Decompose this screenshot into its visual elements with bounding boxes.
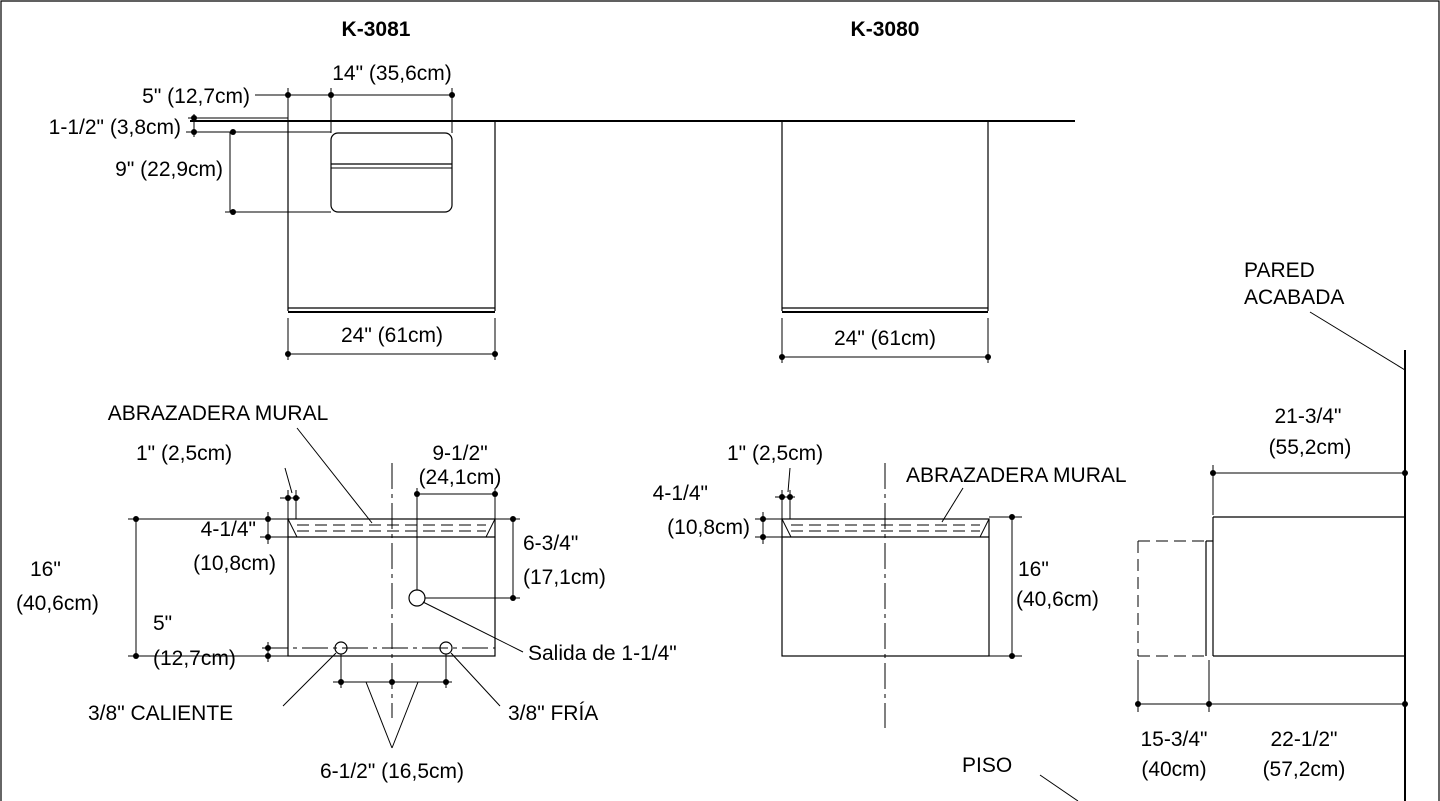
- k3080-front-cabinet: [779, 121, 991, 363]
- dim-4-25in-k3080-a: 4-1/4": [653, 482, 708, 505]
- k3081-plan: [262, 463, 496, 718]
- dim-9-5in-label-a: 9-1/2": [432, 442, 487, 465]
- dim-15-75in-b: (40cm): [1141, 758, 1206, 781]
- k3081-top-dimensions: [186, 88, 498, 360]
- label-salida: Salida de 1-1/4": [528, 642, 677, 665]
- k3081-front-cabinet: [287, 121, 496, 313]
- dim-16in-k3081-a: 16": [30, 558, 61, 581]
- dim-1-5in: 1-1/2" (3,8cm): [49, 116, 181, 139]
- dim-6-75in-b: (17,1cm): [523, 566, 606, 589]
- k3080-plan-dimensions: [755, 467, 1022, 659]
- side-view: [1039, 311, 1408, 801]
- label-piso: PISO: [962, 754, 1012, 777]
- label-pared: PARED: [1244, 259, 1315, 282]
- drain-outlet: [408, 589, 426, 607]
- dim-15-75in-a: 15-3/4": [1141, 728, 1208, 751]
- dim-14in: 14" (35,6cm): [332, 62, 452, 85]
- dim-16in-k3080-a: 16": [1018, 558, 1049, 581]
- label-acabada: ACABADA: [1244, 286, 1344, 309]
- dim-16in-k3081-b: (40,6cm): [16, 592, 99, 615]
- dim-24in-k3081: 24" (61cm): [341, 324, 443, 347]
- model-title-k3081: K-3081: [342, 18, 411, 41]
- control-panel: [330, 132, 453, 213]
- dim-9-5in-label-b: (24,1cm): [419, 466, 502, 489]
- dim-6-75in-a: 6-3/4": [523, 532, 578, 555]
- dim-1in-k3081: 1" (2,5cm): [136, 442, 232, 465]
- floor-leader: [1039, 774, 1079, 801]
- dim-16in-k3080-b: (40,6cm): [1016, 588, 1099, 611]
- dim-22-5in-a: 22-1/2": [1271, 728, 1338, 751]
- leader-abrazadera-k3081: [296, 427, 373, 524]
- dim-4-25in-k3081-b: (10,8cm): [193, 552, 276, 575]
- dim-21-75in-a: 21-3/4": [1275, 405, 1342, 428]
- dim-5in-plan-b: (12,7cm): [153, 647, 236, 670]
- model-title-k3080: K-3080: [851, 18, 920, 41]
- dim-4-25in-k3080-b: (10,8cm): [667, 516, 750, 539]
- label-abrazadera-k3080: ABRAZADERA MURAL: [906, 464, 1127, 487]
- label-abrazadera-k3081: ABRAZADERA MURAL: [108, 402, 329, 425]
- k3080-plan: [781, 463, 990, 728]
- dim-9in: 9" (22,9cm): [115, 158, 223, 181]
- label-caliente: 3/8" CALIENTE: [88, 702, 233, 725]
- dim-1in-k3080: 1" (2,5cm): [727, 442, 823, 465]
- dim-21-75in-b: (55,2cm): [1269, 436, 1352, 459]
- dim-24in-k3080: 24" (61cm): [834, 327, 936, 350]
- dim-4-25in-k3081-a: 4-1/4": [201, 518, 256, 541]
- dim-5in: 5" (12,7cm): [142, 85, 250, 108]
- dim-5in-plan-a: 5": [153, 612, 172, 635]
- dim-22-5in-b: (57,2cm): [1263, 758, 1346, 781]
- label-fria: 3/8" FRÍA: [508, 702, 598, 725]
- dim-6-5in: 6-1/2" (16,5cm): [320, 760, 464, 783]
- k3081-plan-dimensions: [128, 467, 524, 749]
